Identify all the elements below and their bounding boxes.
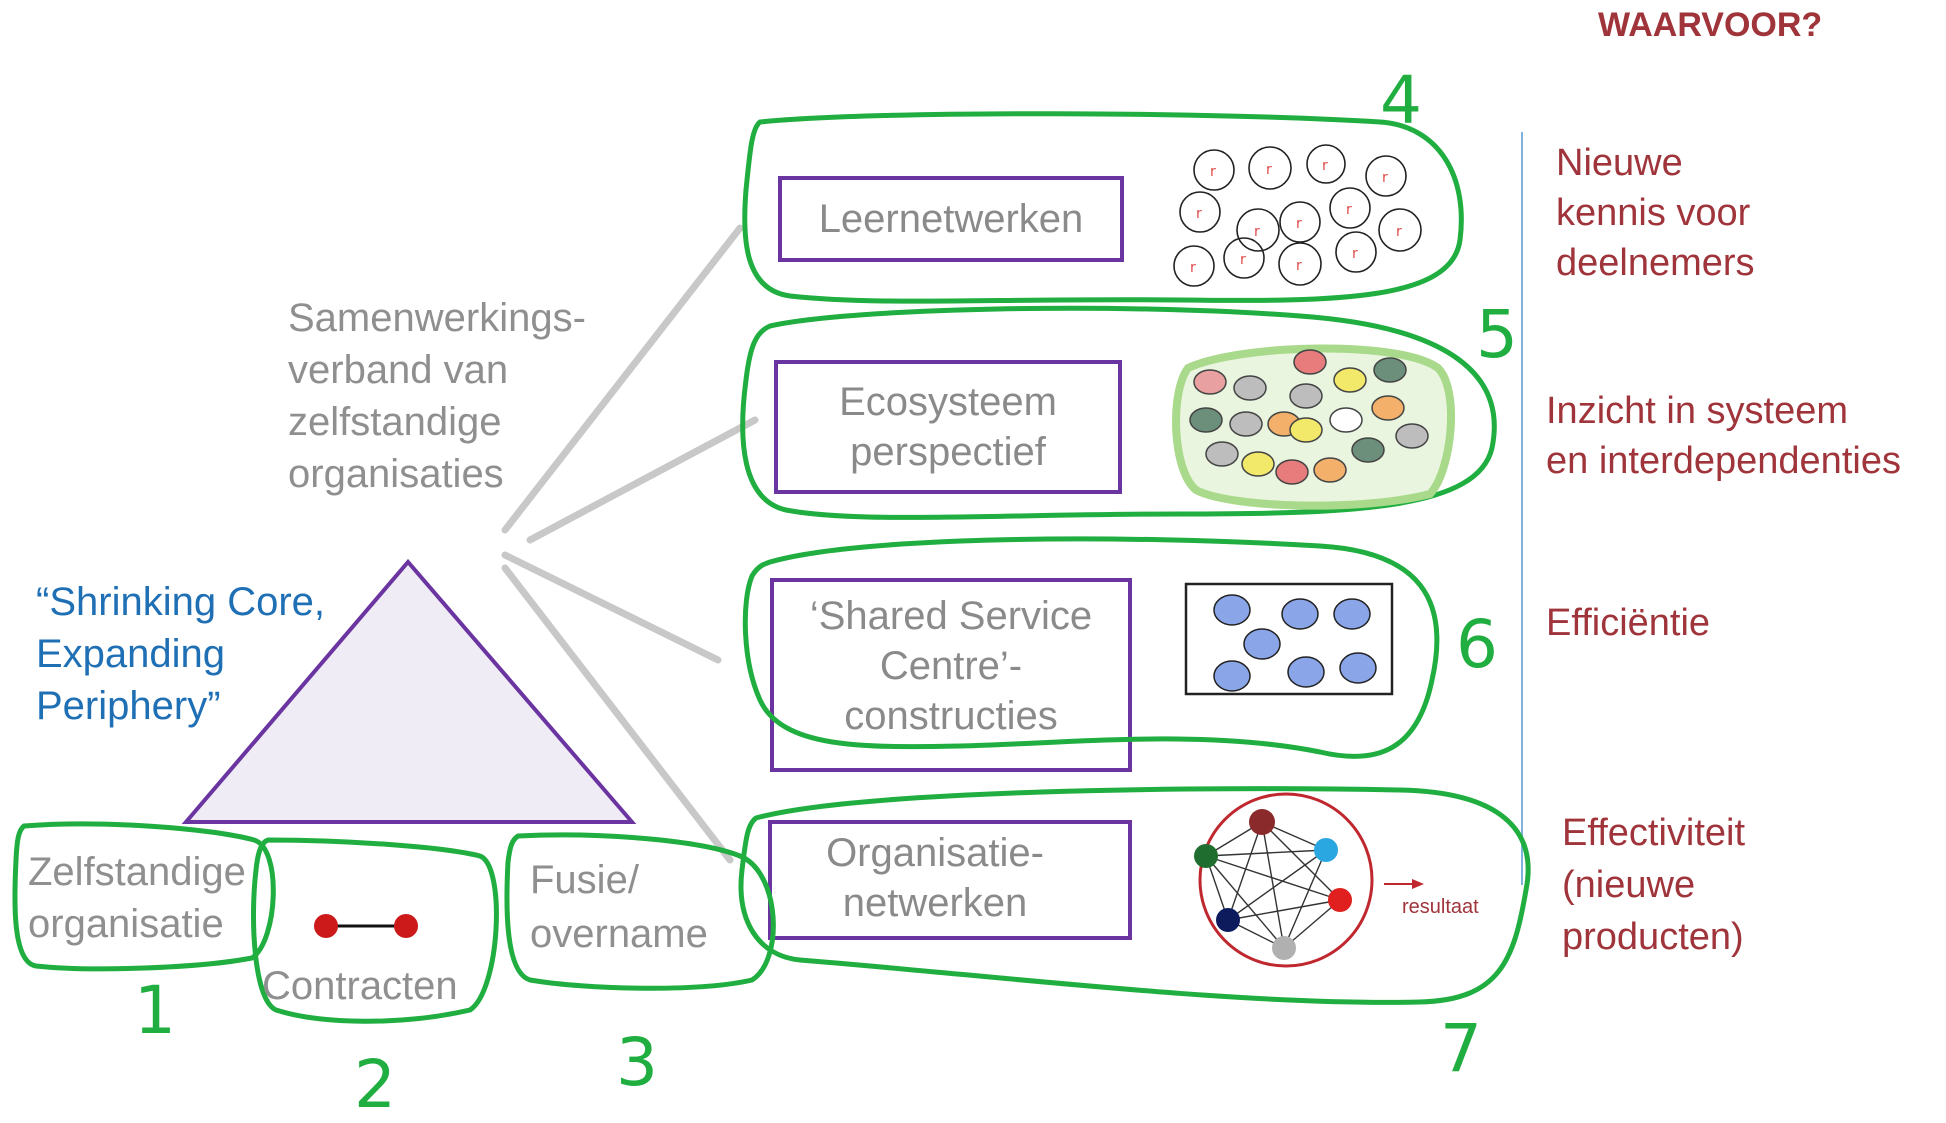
contract-node-left	[314, 914, 338, 938]
connector-line-ssc	[501, 551, 722, 664]
svg-text:r: r	[1254, 224, 1260, 240]
svg-text:r: r	[1240, 252, 1246, 268]
quote-line-3: Periphery”	[36, 684, 221, 728]
svg-text:r: r	[1296, 258, 1302, 274]
center-text-line-3: zelfstandige	[288, 400, 502, 444]
ecosysteem-text-1: Ecosysteem	[839, 380, 1057, 424]
purpose-4-line-3: producten)	[1562, 916, 1744, 958]
form3-line-1: Fusie/	[530, 858, 639, 902]
ssc-text-3: constructies	[844, 694, 1058, 738]
purpose-3-line-1: Efficiëntie	[1546, 602, 1711, 644]
ssc-text-2: Centre’-	[879, 644, 1023, 688]
green-outline-6	[742, 536, 1440, 759]
green-outline-1	[12, 821, 276, 972]
number-3: 3	[616, 1024, 658, 1101]
form2-label: Contracten	[262, 964, 458, 1008]
sketch-ssc	[1184, 582, 1394, 696]
number-2: 2	[354, 1046, 396, 1123]
svg-text:r: r	[1296, 216, 1302, 232]
purpose-1-line-3: deelnemers	[1556, 242, 1755, 284]
connector-line-orgnet	[501, 564, 734, 864]
green-outline-7	[738, 786, 1531, 1005]
sketch-leernetwerken	[1173, 144, 1422, 287]
green-outline-2	[251, 837, 499, 1024]
svg-text:r: r	[1210, 164, 1216, 180]
leernetwerken-text: Leernetwerken	[818, 197, 1084, 241]
box-ecosysteem-frame	[774, 360, 1122, 494]
purpose-1-line-2: kennis voor	[1556, 192, 1751, 234]
box-orgnet-label: Organisatie- netwerken	[770, 826, 1100, 930]
purpose-2-line-2: en interdependenties	[1546, 440, 1901, 482]
connector-line-leernetwerken	[501, 224, 744, 534]
number-4: 4	[1380, 62, 1422, 139]
box-leernetwerken-frame	[778, 176, 1124, 262]
svg-text:r: r	[1196, 206, 1202, 222]
svg-text:r: r	[1382, 170, 1388, 186]
purpose-1-line-1: Nieuwe	[1556, 142, 1683, 184]
purpose-4-line-2: (nieuwe	[1562, 864, 1696, 906]
purpose-heading: WAARVOOR?	[1598, 6, 1823, 44]
form1-line-2: organisatie	[28, 902, 224, 946]
sketch-orgnet	[1194, 792, 1424, 968]
center-text-line-1: Samenwerkings-	[288, 296, 586, 340]
number-1: 1	[134, 972, 176, 1049]
box-ssc-frame	[770, 578, 1132, 772]
svg-text:r: r	[1396, 224, 1402, 240]
quote-line-2: Expanding	[36, 632, 226, 676]
box-leernetwerken-label: Leernetwerken	[780, 178, 1122, 260]
form1-line-1: Zelfstandige	[28, 850, 246, 894]
orgnet-text-2: netwerken	[842, 881, 1028, 925]
svg-text:r: r	[1322, 158, 1328, 174]
box-orgnet-frame	[768, 820, 1132, 940]
svg-text:r: r	[1266, 162, 1272, 178]
green-outline-4	[742, 111, 1464, 304]
connector-line-ecosysteem	[526, 416, 759, 544]
center-text-line-4: organisaties	[288, 452, 504, 496]
contract-node-right	[394, 914, 418, 938]
number-5: 5	[1476, 296, 1518, 373]
purpose-2-line-1: Inzicht in systeem	[1546, 390, 1848, 432]
green-outline-3	[504, 832, 776, 991]
network-result-label: resultaat	[1402, 896, 1479, 918]
ecosysteem-text-2: perspectief	[850, 430, 1046, 474]
number-7: 7	[1440, 1010, 1482, 1087]
orgnet-text-1: Organisatie-	[826, 831, 1044, 875]
svg-text:r: r	[1352, 246, 1358, 262]
box-ssc-label: ‘Shared Service Centre’- constructies	[772, 586, 1130, 746]
svg-text:r: r	[1190, 260, 1196, 276]
sketch-ecosysteem	[1172, 344, 1455, 510]
number-6: 6	[1456, 606, 1498, 683]
triangle	[181, 558, 637, 824]
form3-line-2: overname	[530, 912, 708, 956]
svg-text:r: r	[1346, 202, 1352, 218]
ssc-text-1: ‘Shared Service	[809, 594, 1093, 638]
center-text-line-2: verband van	[288, 348, 509, 392]
purpose-4-line-1: Effectiviteit	[1562, 812, 1746, 854]
box-ecosysteem-label: Ecosysteem perspectief	[776, 362, 1120, 492]
quote-line-1: “Shrinking Core,	[36, 580, 326, 624]
